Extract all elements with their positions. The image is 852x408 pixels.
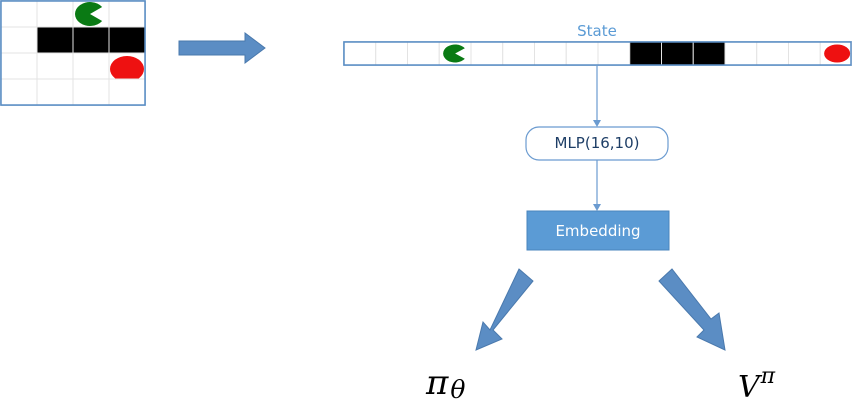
- value-superscript: π: [760, 364, 776, 389]
- grid-cell-empty: [0, 26, 38, 54]
- grid-world-frame: [0, 0, 146, 106]
- value-symbol: V: [738, 370, 763, 405]
- grid-cell-empty: [72, 78, 110, 106]
- state-goal-icon: [824, 44, 851, 63]
- embedding-label: Embedding: [555, 222, 640, 240]
- state-cell-wall: [692, 41, 726, 66]
- grid-cell-wall: [108, 26, 146, 54]
- state-cell-empty: [724, 41, 758, 66]
- connector-state-mlp-head: [593, 120, 601, 127]
- grid-cell-empty: [0, 52, 38, 80]
- state-agent-icon: [443, 44, 465, 63]
- state-cell-empty: [756, 41, 789, 66]
- connector-mlp-embedding-head: [593, 204, 601, 211]
- state-cell-empty: [534, 41, 567, 66]
- policy-output-label: πθ: [425, 363, 465, 404]
- transform-arrow: [178, 32, 266, 64]
- grid-world: [0, 0, 146, 106]
- policy-subscript: θ: [450, 375, 465, 404]
- state-cell-empty: [788, 41, 821, 66]
- state-cell-empty: [375, 41, 408, 66]
- grid-cell-empty: [36, 52, 74, 80]
- grid-agent-icon: [75, 2, 103, 27]
- state-label: State: [577, 22, 617, 40]
- state-cell-empty: [565, 41, 599, 66]
- grid-cell-empty: [108, 0, 146, 28]
- value-output-label: Vπ: [738, 364, 776, 405]
- value-arrow: [658, 268, 726, 351]
- policy-symbol: π: [425, 363, 449, 403]
- state-vector: [343, 41, 852, 66]
- grid-cell-empty: [36, 78, 74, 106]
- policy-arrow: [475, 268, 534, 351]
- grid-cells: [0, 0, 146, 106]
- state-cell-wall: [629, 41, 662, 66]
- mlp-label: MLP(16,10): [555, 134, 640, 152]
- grid-cell-empty: [0, 78, 38, 106]
- grid-cell-wall: [36, 26, 74, 54]
- state-cell-empty: [597, 41, 631, 66]
- grid-cell-empty: [0, 0, 38, 28]
- embedding-box: [526, 210, 670, 251]
- state-cell-empty: [407, 41, 440, 66]
- grid-goal-icon: [110, 56, 144, 82]
- state-cells: [343, 41, 852, 66]
- state-cell-empty: [343, 41, 377, 66]
- grid-cell-wall: [72, 26, 110, 54]
- state-cell-empty: [470, 41, 504, 66]
- state-cell-empty: [502, 41, 535, 66]
- state-cell-wall: [661, 41, 694, 66]
- grid-cell-empty: [108, 78, 146, 106]
- grid-cell-empty: [36, 0, 74, 28]
- grid-cell-empty: [72, 52, 110, 80]
